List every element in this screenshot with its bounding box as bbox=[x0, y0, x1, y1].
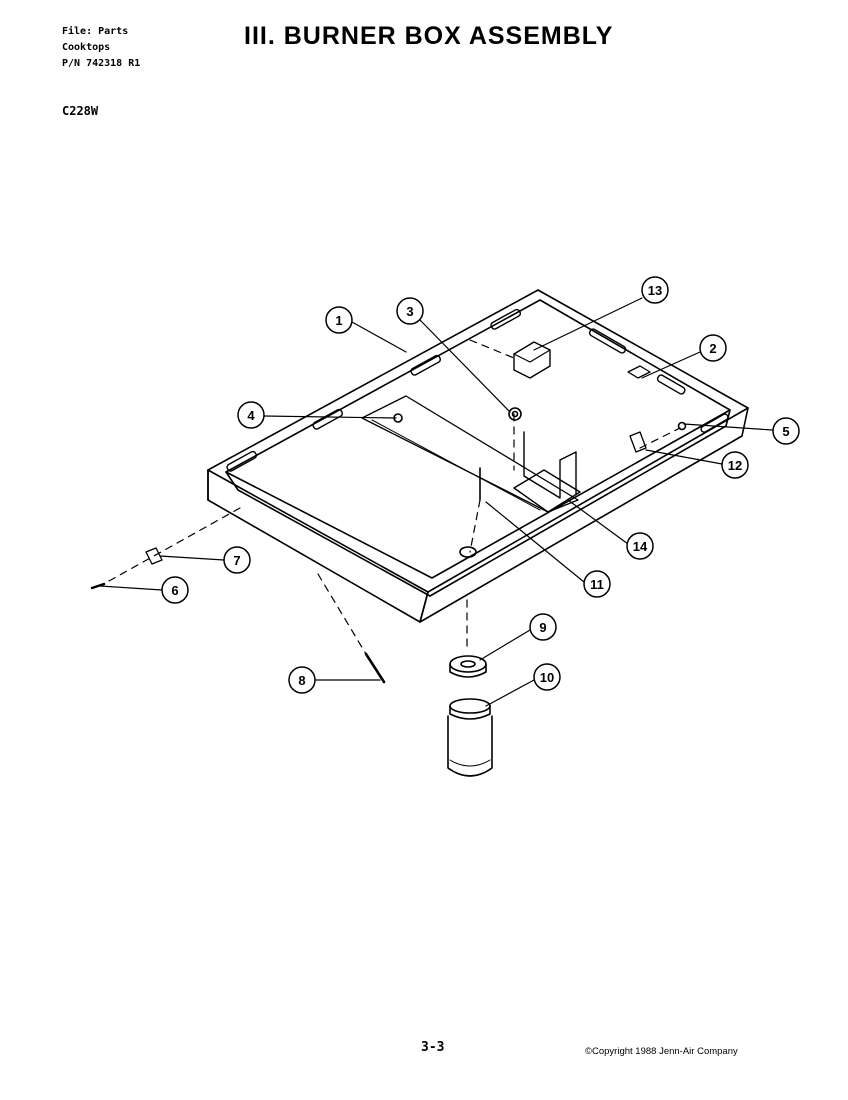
callout-1: 1 bbox=[325, 306, 353, 334]
category-label: Cooktops bbox=[62, 42, 111, 53]
callout-5: 5 bbox=[772, 417, 800, 445]
callout-4-label: 4 bbox=[247, 408, 255, 423]
long-screw bbox=[364, 652, 386, 684]
callout-6-label: 6 bbox=[171, 583, 178, 598]
callout-3: 3 bbox=[396, 297, 424, 325]
callout-11-label: 11 bbox=[590, 577, 604, 592]
file-label: File: Parts bbox=[62, 26, 129, 37]
callout-8-label: 8 bbox=[298, 673, 305, 688]
callout-2: 2 bbox=[699, 334, 727, 362]
callout-9: 9 bbox=[529, 613, 557, 641]
callout-10: 10 bbox=[533, 663, 561, 691]
callout-14-label: 14 bbox=[633, 539, 648, 554]
callout-13: 13 bbox=[641, 276, 669, 304]
callout-8: 8 bbox=[288, 666, 316, 694]
callout-3-label: 3 bbox=[406, 304, 413, 319]
small-block bbox=[627, 365, 651, 379]
callout-7-label: 7 bbox=[233, 553, 240, 568]
part-number-label: P/N 742318 R1 bbox=[62, 58, 141, 69]
callout-11: 11 bbox=[583, 570, 611, 598]
grease-jar bbox=[447, 698, 493, 777]
callout-balloons: 1 2 3 4 5 6 7 8 bbox=[161, 276, 800, 694]
callout-14: 14 bbox=[626, 532, 654, 560]
callout-13-label: 13 bbox=[648, 283, 662, 298]
side-clip bbox=[145, 547, 163, 565]
callout-1-label: 1 bbox=[335, 313, 342, 328]
grommet bbox=[508, 407, 522, 421]
copyright-notice: ©Copyright 1988 Jenn-Air Company bbox=[585, 1046, 738, 1057]
center-divider bbox=[361, 395, 579, 513]
callout-7: 7 bbox=[223, 546, 251, 574]
callout-6: 6 bbox=[161, 576, 189, 604]
callout-10-label: 10 bbox=[540, 670, 554, 685]
rim-slots bbox=[226, 308, 729, 472]
callout-12-label: 12 bbox=[728, 458, 742, 473]
mounting-clip bbox=[513, 341, 551, 379]
burner-box-right-face bbox=[419, 407, 749, 623]
page-number: 3-3 bbox=[421, 1040, 445, 1055]
callout-12: 12 bbox=[721, 451, 749, 479]
callout-2-label: 2 bbox=[709, 341, 716, 356]
burner-box-front-face bbox=[207, 469, 429, 623]
page-title: III. BURNER BOX ASSEMBLY bbox=[244, 22, 614, 50]
model-label: C228W bbox=[62, 104, 99, 118]
document-header-info: File: Parts Cooktops P/N 742318 R1 bbox=[62, 24, 140, 72]
callout-9-label: 9 bbox=[539, 620, 546, 635]
callout-4: 4 bbox=[237, 401, 265, 429]
bracket bbox=[523, 431, 577, 499]
callout-5-label: 5 bbox=[782, 424, 789, 439]
